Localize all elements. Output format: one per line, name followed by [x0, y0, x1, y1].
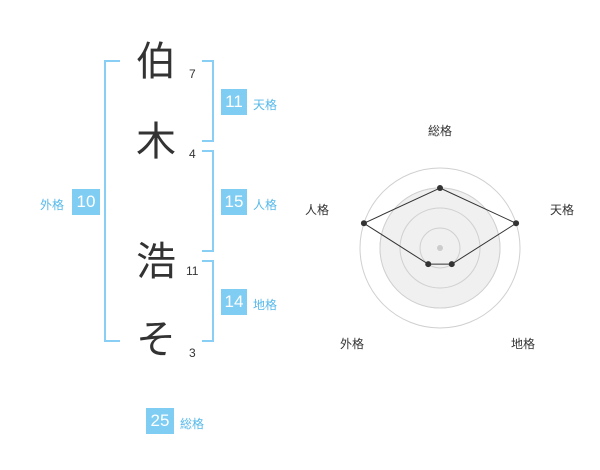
jinkaku-bracket — [202, 150, 214, 252]
gaikaku-bracket — [104, 60, 120, 342]
name-char-1: 伯 — [136, 39, 176, 85]
jinkaku-label: 人格 — [253, 198, 278, 212]
tenkaku-label: 天格 — [253, 98, 278, 112]
radar-point-4 — [425, 261, 432, 268]
stroke-count-1: 7 — [189, 67, 196, 81]
gaikaku-label: 外格 — [40, 198, 65, 212]
name-char-3: 浩 — [136, 239, 176, 285]
tenkaku-bracket — [202, 60, 214, 142]
soukaku-label: 総格 — [180, 417, 205, 431]
radar-axis-label-tenkaku: 天格 — [550, 203, 575, 217]
chikaku-label: 地格 — [253, 298, 278, 312]
radar-axis-label-chikaku: 地格 — [511, 337, 536, 351]
stroke-count-2: 4 — [189, 147, 196, 161]
radar-axis-label-gaikaku: 外格 — [340, 337, 365, 351]
tenkaku-value-box: 11 — [221, 89, 247, 115]
radar-point-5 — [360, 220, 367, 227]
radar-center-dot — [437, 245, 443, 251]
radar-axis-label-soukaku: 総格 — [428, 124, 453, 138]
radar-point-3 — [448, 261, 455, 268]
jinkaku-value-box: 15 — [221, 189, 247, 215]
name-char-4: そ — [136, 317, 176, 363]
radar-series-line — [362, 187, 518, 265]
chikaku-bracket — [202, 260, 214, 342]
radar-point-1 — [437, 185, 443, 191]
chikaku-value-box: 14 — [221, 289, 247, 315]
gaikaku-value-box: 10 — [72, 189, 100, 215]
soukaku-value-box: 25 — [146, 408, 174, 434]
stroke-count-3: 11 — [186, 264, 199, 278]
radar-point-2 — [513, 220, 520, 227]
stroke-count-4: 3 — [189, 346, 196, 360]
radar-inner-ring-1 — [419, 227, 461, 269]
radar-inner-ring-2 — [399, 207, 481, 289]
radar-axis-label-jinkaku: 人格 — [305, 203, 330, 217]
name-char-2: 木 — [136, 119, 176, 165]
